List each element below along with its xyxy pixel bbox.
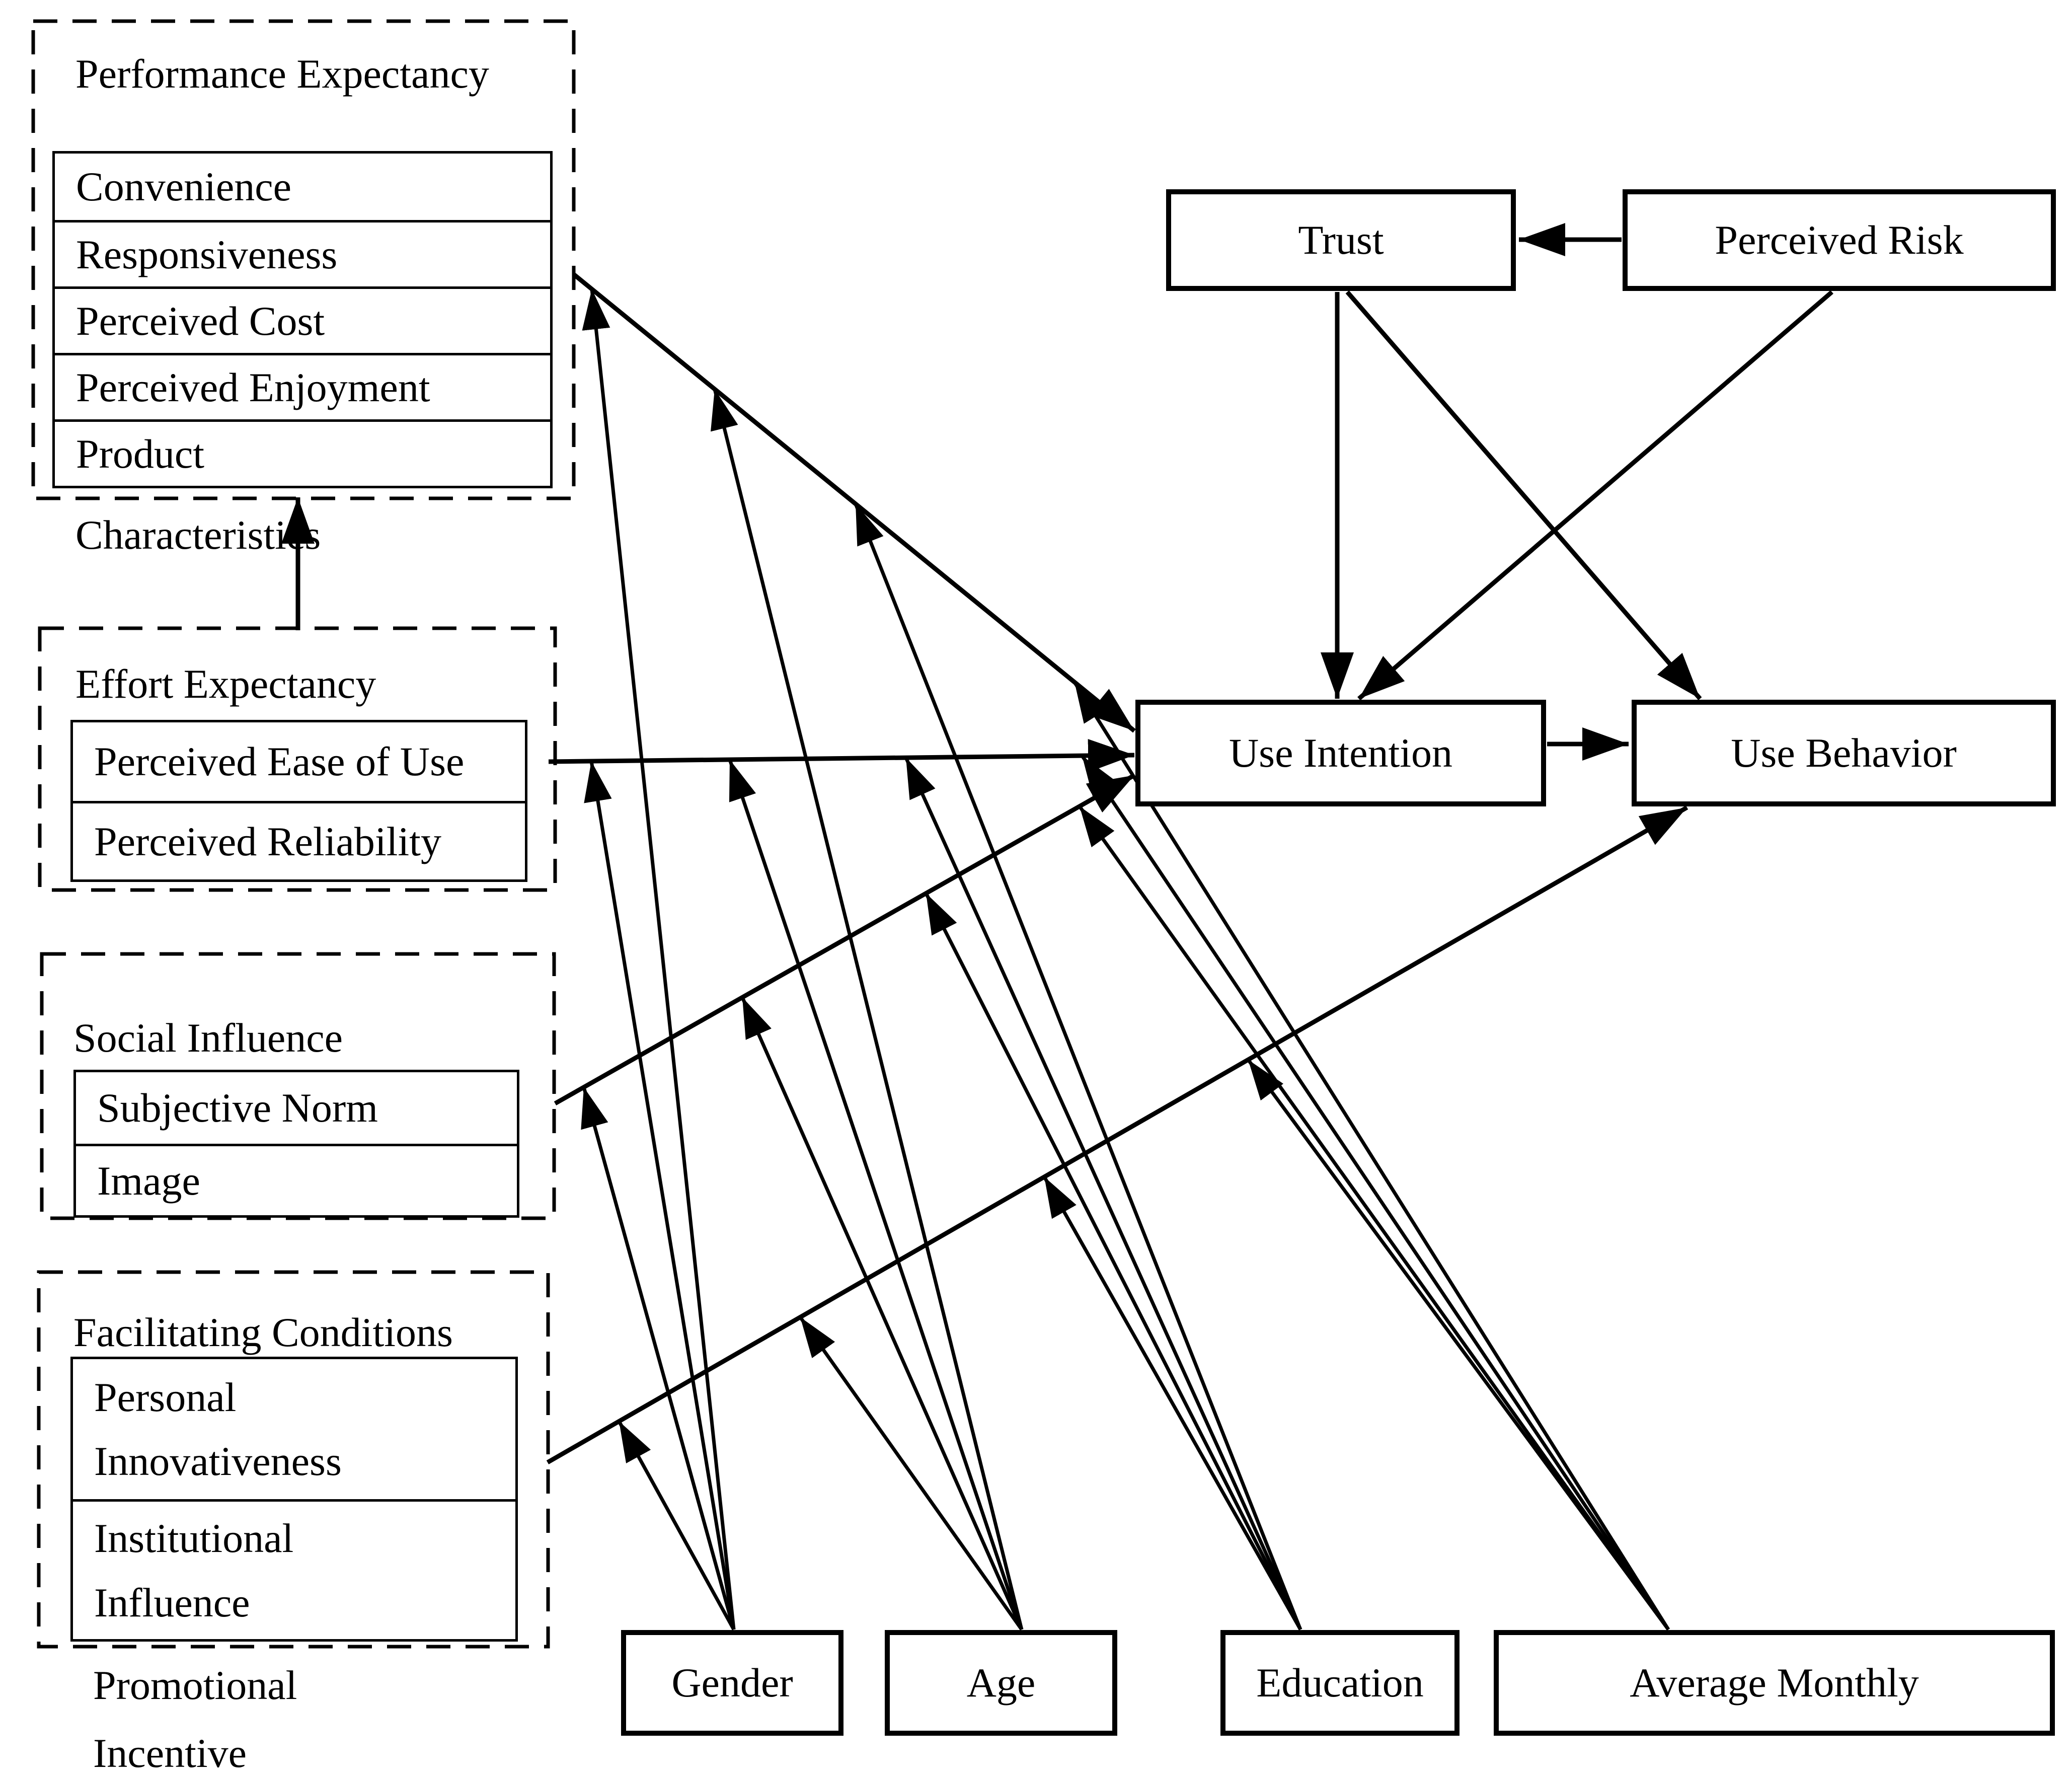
arrow-average-monthly-moderates-fc-ub — [1247, 1059, 1670, 1631]
group-item: Image — [76, 1144, 517, 1215]
item-label: Perceived Ease of Use — [94, 738, 465, 785]
arrow-performance-expectancy-to-use-intention — [572, 272, 1136, 733]
box-average-monthly: Average Monthly — [1494, 1630, 2055, 1736]
box-use-behavior: Use Behavior — [1632, 700, 2056, 806]
arrow-gender-moderates-pe-ui — [582, 288, 736, 1630]
group-title-social-influence: Social Influence — [73, 1015, 343, 1061]
group-item: Perceived Ease of Use — [73, 722, 525, 801]
group-item: Subjective Norm — [76, 1072, 517, 1144]
group-title-facilitating-conditions: Facilitating Conditions — [73, 1309, 453, 1355]
arrow-perceived-risk-to-use-intention — [1357, 290, 1833, 701]
arrow-effort-expectancy-to-use-intention — [548, 739, 1135, 773]
item-label: Image — [97, 1157, 200, 1204]
arrow-gender-moderates-ee-ui — [584, 761, 736, 1630]
arrow-education-moderates-si-ui — [924, 892, 1302, 1631]
arrow-age-moderates-ee-ui — [728, 759, 1024, 1631]
box-age: Age — [885, 1630, 1117, 1736]
group-item: Responsiveness — [55, 220, 550, 286]
arrow-average-monthly-moderates-ee-ui — [1081, 755, 1670, 1631]
box-use-intention-label: Use Intention — [1229, 730, 1453, 776]
arrow-facilitating-conditions-to-use-behavior — [546, 805, 1689, 1464]
box-perceived-risk-label: Perceived Risk — [1715, 217, 1964, 263]
group-table-social-influence: Subjective Norm Image — [73, 1070, 519, 1218]
item-label: Subjective Norm — [97, 1085, 378, 1131]
group-table-effort-expectancy: Perceived Ease of Use Perceived Reliabil… — [70, 720, 527, 882]
arrow-gender-moderates-fc-ub — [617, 1420, 736, 1631]
label-promotional-incentive: Promotional Incentive — [93, 1662, 297, 1776]
arrow-average-monthly-moderates-si-ui — [1078, 805, 1670, 1631]
box-education: Education — [1220, 1630, 1460, 1736]
arrow-age-moderates-fc-ub — [799, 1316, 1023, 1631]
arrow-gender-moderates-si-ui — [581, 1086, 736, 1630]
group-item: Perceived Enjoyment — [55, 353, 550, 419]
group-title-performance-expectancy: Performance Expectancy — [75, 51, 489, 97]
group-title-effort-expectancy: Effort Expectancy — [75, 661, 376, 707]
box-trust-label: Trust — [1298, 217, 1384, 263]
item-label: Institutional Influence — [94, 1515, 294, 1625]
arrow-trust-to-use-behavior — [1345, 290, 1702, 700]
item-label: Perceived Enjoyment — [76, 364, 430, 410]
box-use-intention: Use Intention — [1135, 700, 1546, 806]
arrow-age-moderates-pe-ui — [711, 389, 1024, 1630]
box-age-label: Age — [966, 1660, 1036, 1706]
box-gender-label: Gender — [671, 1660, 793, 1706]
arrow-average-monthly-moderates-pe-ui — [1073, 681, 1670, 1631]
box-trust: Trust — [1166, 189, 1516, 291]
group-table-facilitating-conditions: Personal Innovativeness Institutional In… — [70, 1357, 518, 1642]
arrow-social-influence-to-use-intention — [554, 773, 1136, 1105]
group-item: Convenience — [55, 154, 550, 220]
group-item: Perceived Cost — [55, 286, 550, 353]
box-gender: Gender — [621, 1630, 843, 1736]
group-table-performance-expectancy: Convenience Responsiveness Perceived Cos… — [52, 151, 553, 488]
label-characteristics: Characteristics — [75, 512, 321, 558]
item-label: Convenience — [76, 164, 292, 210]
arrow-education-moderates-ee-ui — [904, 757, 1302, 1631]
group-item: Perceived Reliability — [73, 801, 525, 879]
box-perceived-risk: Perceived Risk — [1623, 189, 2056, 291]
item-label: Perceived Reliability — [94, 818, 441, 864]
arrow-education-moderates-fc-ub — [1042, 1176, 1302, 1631]
group-item: Product — [55, 419, 550, 486]
item-label: Personal Innovativeness — [94, 1374, 342, 1484]
box-use-behavior-label: Use Behavior — [1731, 730, 1957, 776]
arrow-age-moderates-si-ui — [740, 996, 1024, 1631]
group-item: Personal Innovativeness — [73, 1359, 515, 1499]
box-average-monthly-label: Average Monthly — [1630, 1660, 1919, 1706]
item-label: Perceived Cost — [76, 298, 325, 344]
arrow-education-moderates-pe-ui — [854, 503, 1302, 1631]
item-label: Product — [76, 430, 205, 477]
group-border-social-influence — [40, 952, 556, 1220]
box-education-label: Education — [1256, 1660, 1424, 1706]
item-label: Responsiveness — [76, 231, 338, 277]
group-border-facilitating-conditions — [37, 1270, 550, 1649]
group-item: Institutional Influence — [73, 1499, 515, 1639]
